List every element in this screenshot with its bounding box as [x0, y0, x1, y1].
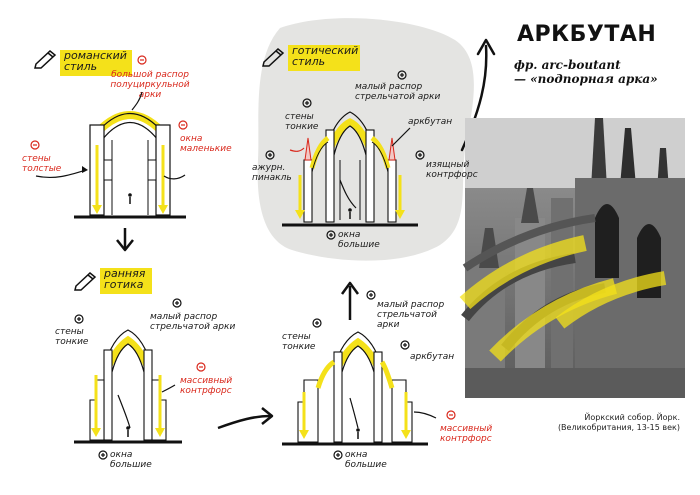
minus-icon	[178, 120, 188, 130]
plus-icon	[333, 450, 343, 460]
plus-icon	[302, 98, 312, 108]
transition-big-windows-label: окна большие	[345, 450, 387, 470]
plus-icon	[415, 150, 425, 160]
plus-icon	[312, 318, 322, 328]
pencil-icon	[74, 272, 97, 291]
early-gothic-thin-walls-label: стены тонкие	[55, 327, 89, 347]
gothic-buttress-label: изящный контрфорс	[426, 160, 478, 180]
plus-icon	[400, 340, 410, 350]
page-title: АРКБУТАН	[517, 22, 657, 47]
plus-icon	[265, 150, 275, 160]
gothic-small-span-label: малый распор стрельчатой арки	[355, 82, 441, 102]
romanesque-big-span-label: большой распор полуциркульной арки	[110, 70, 190, 100]
early-gothic-small-span-label: малый распор стрельчатой арки	[150, 312, 236, 332]
gothic-big-windows-label: окна большие	[338, 230, 380, 250]
minus-icon	[446, 410, 456, 420]
gothic-thin-walls-label: стены тонкие	[285, 112, 319, 132]
plus-icon	[397, 70, 407, 80]
transition-arcbutant-label: аркбутан	[410, 352, 455, 362]
early-gothic-tag: ранняя готика	[104, 267, 146, 291]
romanesque-thick-walls-label: стены толстые	[22, 154, 62, 174]
plus-icon	[366, 290, 376, 300]
transition-small-span-label: малый распор стрельчатой арки	[377, 300, 445, 330]
romanesque-small-windows-label: окна маленькие	[180, 134, 232, 154]
pencil-icon	[34, 50, 57, 69]
gothic-pinnacle-label: ажурн. пинакль	[252, 163, 292, 183]
plus-icon	[74, 314, 84, 324]
pencil-icon	[262, 48, 285, 67]
page-subtitle: фр. arc-boutant — «подпорная арка»	[514, 58, 658, 86]
plus-icon	[172, 298, 182, 308]
early-gothic-massive-buttress-label: массивный контрфорс	[180, 376, 233, 396]
plus-icon	[98, 450, 108, 460]
gothic-arcbutant-label: аркбутан	[408, 117, 453, 127]
minus-icon	[30, 140, 40, 150]
gothic-tag: готический стиль	[292, 44, 359, 68]
transition-thin-walls-label: стены тонкие	[282, 332, 316, 352]
romanesque-tag: романский стиль	[64, 49, 127, 73]
photo-caption: Йоркский собор. Йорк. (Великобритания, 1…	[557, 413, 680, 432]
cathedral-photo	[459, 118, 685, 398]
minus-icon	[196, 362, 206, 372]
minus-icon	[137, 55, 147, 65]
plus-icon	[326, 230, 336, 240]
transition-massive-buttress-label: массивный контрфорс	[440, 424, 493, 444]
early-gothic-big-windows-label: окна большие	[110, 450, 152, 470]
